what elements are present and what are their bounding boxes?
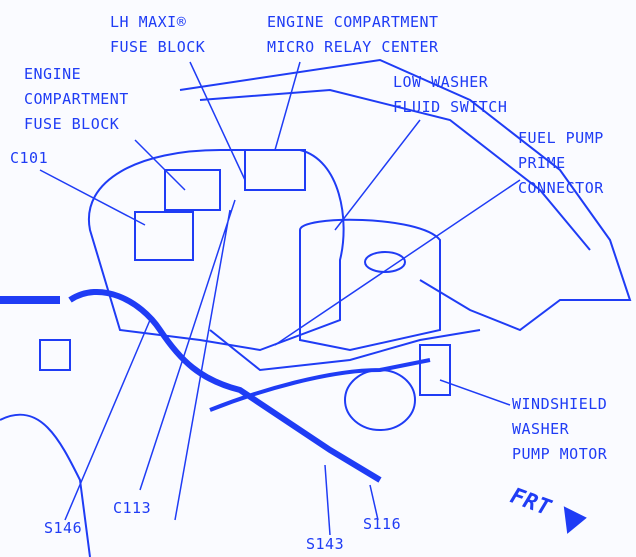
label-line: PRIME [518, 154, 566, 172]
label-lh-maxi: LH MAXI® FUSE BLOCK [110, 10, 205, 60]
label-fuel-pump-prime-connector: FUEL PUMP PRIME CONNECTOR [518, 126, 604, 201]
label-c101: C101 [10, 149, 49, 167]
pump-motor-body [419, 344, 451, 396]
frt-arrow-icon [563, 506, 587, 534]
label-line: WINDSHIELD [512, 395, 608, 413]
label-line: CONNECTOR [518, 179, 604, 197]
wiring-harness [68, 288, 382, 483]
cowl [209, 329, 481, 372]
label-line: FUEL PUMP [518, 129, 604, 147]
label-c113: C113 [113, 499, 152, 517]
label-line: WASHER [512, 420, 570, 438]
fuse-block-box [134, 211, 194, 261]
relay-center-box [244, 149, 306, 191]
label-windshield-washer-pump-motor: WINDSHIELD WASHER PUMP MOTOR [512, 392, 607, 467]
left-component [0, 413, 91, 557]
label-line: FLUID SWITCH [393, 98, 508, 116]
label-line: MICRO RELAY CENTER [267, 38, 439, 56]
fender-inner [199, 88, 591, 251]
label-line: FUSE BLOCK [110, 38, 206, 56]
label-line: PUMP MOTOR [512, 445, 608, 463]
pump-motor [344, 369, 416, 431]
label-line: LOW WASHER [393, 73, 489, 91]
label-s146: S146 [44, 519, 83, 537]
washer-reservoir [299, 218, 441, 352]
label-line: LH MAXI® [110, 13, 187, 31]
label-engine-compartment-fuse-block: ENGINE COMPARTMENT FUSE BLOCK [24, 62, 129, 137]
leader-lines [39, 61, 521, 536]
reservoir-cap [364, 251, 406, 273]
label-low-washer-fluid-switch: LOW WASHER FLUID SWITCH [393, 70, 507, 120]
label-s143: S143 [306, 535, 345, 553]
wiring-harness-2 [209, 358, 431, 412]
fender-outline [179, 58, 632, 332]
maxi-fuse-box [164, 169, 221, 211]
label-micro-relay-center: ENGINE COMPARTMENT MICRO RELAY CENTER [267, 10, 439, 60]
label-line: ENGINE COMPARTMENT [267, 13, 439, 31]
connector-left [39, 339, 71, 371]
label-s116: S116 [363, 515, 402, 533]
label-line: COMPARTMENT [24, 90, 129, 108]
label-line: FUSE BLOCK [24, 115, 120, 133]
label-line: ENGINE [24, 65, 82, 83]
